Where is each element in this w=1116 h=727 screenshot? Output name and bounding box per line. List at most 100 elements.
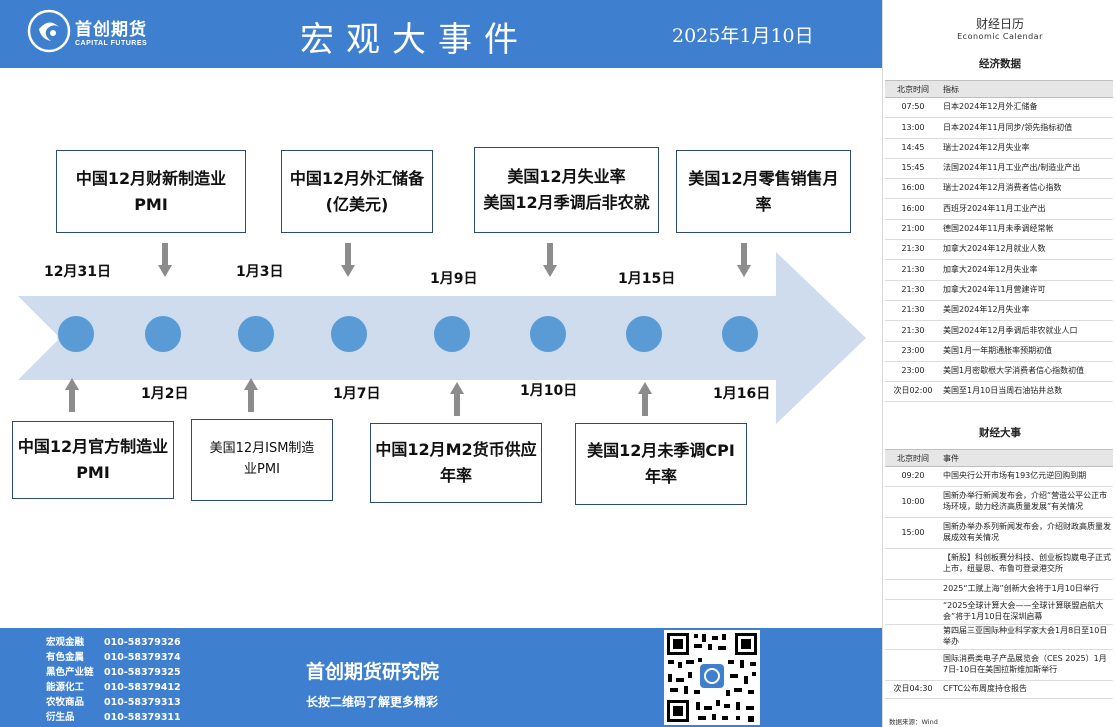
row-item: “2025全球计算大会——全球计算联盟启航大会”将于1月10日在深圳启幕 <box>941 599 1113 625</box>
row-time: 15:00 <box>885 517 941 549</box>
date-label: 1月16日 <box>713 386 771 402</box>
column-header: 北京时间 <box>885 449 941 467</box>
row-item: 加拿大2024年11月营建许可 <box>941 280 1113 301</box>
column-header: 北京时间 <box>885 80 941 98</box>
row-time: 16:00 <box>885 198 941 220</box>
row-item: 瑞士2024年12月消费者信心指数 <box>941 178 1113 200</box>
report-date: 2025年1月10日 <box>672 25 814 47</box>
row-time: 23:00 <box>885 361 941 383</box>
row-time <box>885 624 941 650</box>
row-time <box>885 649 941 681</box>
row-item: 加拿大2024年12月失业率 <box>941 259 1113 281</box>
row-time: 15:45 <box>885 158 941 180</box>
table-header-row: 北京时间 事件 <box>885 449 1113 467</box>
timeline-dot <box>237 315 275 353</box>
date-label: 1月10日 <box>520 383 578 399</box>
row-time: 09:20 <box>885 466 941 487</box>
row-time: 13:00 <box>885 117 941 139</box>
page-title: 宏观大事件 <box>300 20 530 60</box>
event-box-us-retail: 美国12月零售销售月 率 <box>676 150 851 233</box>
row-item: 瑞士2024年12月失业率 <box>941 138 1113 159</box>
row-time: 23:00 <box>885 341 941 362</box>
date-label: 1月9日 <box>430 271 478 287</box>
date-label: 1月3日 <box>236 264 284 280</box>
row-item: 第四届三亚国际种业科学家大会1月8日至10日举办 <box>941 624 1113 650</box>
event-box-ism-pmi: 美国12月ISM制造 业PMI <box>191 419 333 501</box>
event-box-official-pmi: 中国12月官方制造业 PMI <box>12 421 174 499</box>
row-item: 德国2024年11月未季调经常帐 <box>941 219 1113 241</box>
row-item: 国新办举办系列新闻发布会，介绍财政高质量发展成效有关情况 <box>941 517 1113 549</box>
event-box-fx-reserves: 中国12月外汇储备 (亿美元) <box>281 150 433 233</box>
row-item: 法国2024年11月工业产出/制造业产出 <box>941 158 1113 180</box>
events-section-title: 财经大事 <box>979 427 1021 439</box>
up-arrow-icon <box>450 382 464 416</box>
row-item: 加拿大2024年12月就业人数 <box>941 239 1113 261</box>
table-row: 2025“工赋上海”创新大会将于1月10日举行 <box>885 579 1113 600</box>
row-item: 美国1月密歇根大学消费者信心指数初值 <box>941 361 1113 383</box>
timeline-dot <box>529 315 567 353</box>
table-row: 【新股】科创板赛分科技、创业板钧崴电子正式上市，纽曼思、布鲁可登录港交所 <box>885 548 1113 580</box>
header-bar: 首创期货 CAPITAL FUTURES 宏观大事件 2025年1月10日 <box>0 0 882 68</box>
row-time <box>885 579 941 600</box>
up-arrow-icon <box>638 382 652 416</box>
logo-mark-icon <box>27 9 71 53</box>
table-row: 国际消费类电子产品展览会（CES 2025）1月7日-10日在美国拉斯维加斯举行 <box>885 649 1113 681</box>
row-item: 西班牙2024年11月工业产出 <box>941 198 1113 220</box>
row-item: 中国央行公开市场有193亿元逆回购到期 <box>941 466 1113 487</box>
row-item: 美国2024年12月失业率 <box>941 300 1113 322</box>
table-row: 第四届三亚国际种业科学家大会1月8日至10日举办 <box>885 624 1113 650</box>
row-item: 2025“工赋上海”创新大会将于1月10日举行 <box>941 579 1113 600</box>
row-time: 21:30 <box>885 320 941 342</box>
event-box-m2: 中国12月M2货币供应 年率 <box>370 423 542 503</box>
row-time: 21:30 <box>885 239 941 261</box>
row-time <box>885 548 941 580</box>
qr-code-icon[interactable] <box>664 630 760 725</box>
timeline-arrow <box>18 252 866 424</box>
column-header: 事件 <box>941 449 1113 467</box>
timeline-panel: 首创期货 CAPITAL FUTURES 宏观大事件 2025年1月10日 中国… <box>0 0 882 727</box>
down-arrow-icon <box>158 243 172 277</box>
row-item: 美国2024年12月季调后非农就业人口 <box>941 320 1113 342</box>
date-label: 1月2日 <box>141 386 189 402</box>
column-header: 指标 <box>941 80 1113 98</box>
institute-name: 首创期货研究院 <box>306 661 440 683</box>
data-source-note: 数据来源：Wind <box>889 718 938 726</box>
row-time: 21:30 <box>885 259 941 281</box>
timeline-dot <box>433 315 471 353</box>
timeline-dot <box>330 315 368 353</box>
logo-english-name: CAPITAL FUTURES <box>75 40 148 47</box>
row-time: 16:00 <box>885 178 941 200</box>
row-time: 07:50 <box>885 97 941 119</box>
event-box-caixin-pmi: 中国12月财新制造业 PMI <box>56 150 246 233</box>
event-box-us-unemployment: 美国12月失业率 美国12月季调后非农就 <box>474 147 659 233</box>
down-arrow-icon <box>737 243 751 277</box>
timeline-dot <box>625 315 663 353</box>
date-label: 1月7日 <box>333 386 381 402</box>
row-time <box>885 599 941 625</box>
down-arrow-icon <box>543 243 557 277</box>
row-item: 美国至1月10日当周石油钻井总数 <box>941 381 1113 403</box>
calendar-subtitle: Economic Calendar <box>957 32 1043 41</box>
qr-prompt: 长按二维码了解更多精彩 <box>306 695 439 709</box>
